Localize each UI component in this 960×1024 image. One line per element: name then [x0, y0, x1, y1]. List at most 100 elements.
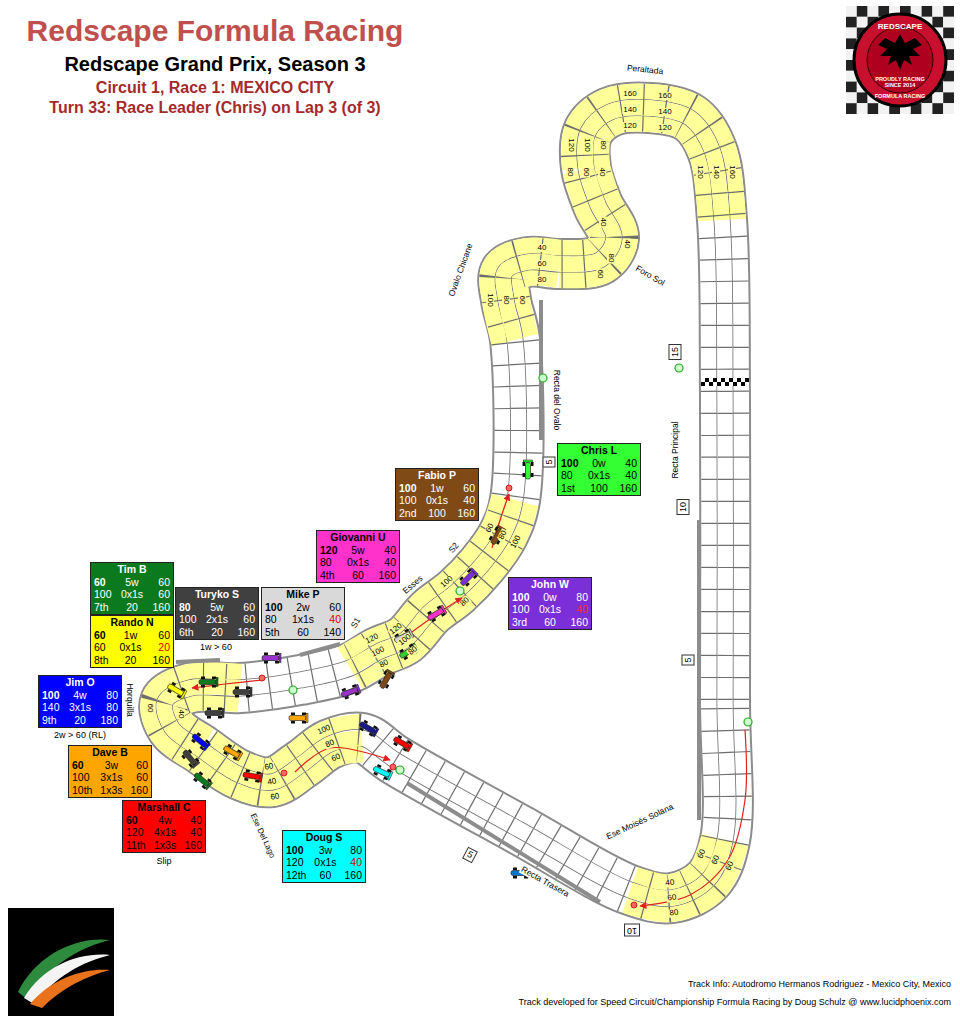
car-wheel [264, 653, 268, 656]
speed-limit: 60 [666, 893, 678, 902]
stat-value: 0w [539, 591, 561, 604]
checker-square [846, 92, 857, 103]
stat-value: 1x3s [154, 839, 176, 852]
stat-value: 20 [121, 601, 143, 614]
driver-card: Marshall C604w401204x1s4011th1x3s160 [122, 800, 206, 853]
stat-value: 160 [237, 626, 255, 639]
car-body [191, 733, 207, 748]
middle-lane-corner [585, 108, 722, 220]
finish-square [733, 382, 737, 386]
stat-value: 0x1s [426, 494, 448, 507]
checker-square [932, 6, 943, 17]
checker-square [846, 103, 857, 114]
driver-name: Giovanni U [320, 531, 396, 544]
stat-value: 1w [426, 482, 448, 495]
finish-square [717, 382, 721, 386]
car-wheel [256, 771, 260, 774]
marker-number: 5 [544, 459, 554, 464]
stat-grid: 1205w40800x1s404th60160 [320, 544, 396, 582]
stat-value: 100 [512, 603, 530, 616]
car-body [205, 711, 222, 716]
car-wheel [513, 868, 517, 871]
driver-card: Dave B603w601003x1s6010th1x3s160 [68, 745, 152, 798]
stat-value: 140 [42, 701, 60, 714]
stat-value: 6th [179, 626, 197, 639]
finish-square [705, 378, 709, 382]
car-wheel [212, 685, 216, 688]
finish-square [737, 382, 741, 386]
checker-square [943, 28, 954, 39]
stat-grid: 1004w801403x1s809th20180 [42, 689, 118, 727]
driver-note: 2w > 60 (RL) [53, 731, 107, 741]
checker-square [943, 82, 954, 93]
stat-value: 40 [619, 469, 637, 482]
car-wheel [235, 695, 239, 698]
stat-value: 100 [561, 457, 579, 470]
race-car [192, 770, 214, 791]
distance-marker: 5 [462, 847, 478, 864]
race-car [221, 743, 243, 762]
stat-value: 100 [42, 689, 60, 702]
race-car [391, 734, 413, 753]
car-wheel [218, 708, 222, 711]
driver-name: Dave B [72, 746, 148, 759]
car-body [427, 608, 444, 621]
stat-value: 0x1s [347, 556, 369, 569]
car-wing [356, 684, 361, 693]
stat-value: 160 [457, 507, 475, 520]
middle-lane-corner [560, 168, 614, 264]
red-marker [390, 764, 396, 770]
stat-value: 60 [152, 629, 170, 642]
driver-card: Jim O1004w801403x1s809th20180 [38, 675, 122, 728]
stat-value: 0x1s [119, 641, 141, 654]
checker-square [932, 103, 943, 114]
driver-name: Doug S [286, 831, 362, 844]
lane-line [164, 108, 728, 899]
car-wheel [291, 713, 295, 716]
logo-text: PROUDLY RACING SINCE 2014 [872, 76, 928, 88]
stat-value: 60 [94, 576, 112, 589]
stat-value: 60 [94, 629, 109, 642]
checker-square [943, 92, 954, 103]
finish-square [741, 382, 745, 386]
checker-square [943, 17, 954, 28]
finish-square [701, 378, 705, 382]
stat-value: 60 [323, 601, 341, 614]
finish-square [709, 378, 713, 382]
stat-value: 120 [286, 856, 306, 869]
driver-name: Mike P [265, 588, 341, 601]
stat-value: 60 [347, 569, 369, 582]
track-section-name: Recta Principal [671, 420, 680, 479]
distance-marker: 10 [677, 499, 690, 515]
stat-value: 160 [619, 482, 637, 495]
stat-value: 160 [152, 654, 170, 667]
car-wheel [523, 473, 526, 477]
finish-square [725, 378, 729, 382]
stat-value: 12th [286, 869, 306, 882]
logo-text: REDSCAPE [878, 23, 922, 32]
finish-square [721, 382, 725, 386]
stat-value: 11th [126, 839, 146, 852]
car-body [243, 772, 261, 780]
stat-value: 60 [152, 588, 170, 601]
finish-square [721, 378, 725, 382]
red-marker [281, 770, 287, 776]
stat-value: 160 [344, 869, 362, 882]
driver-card: Turyko S805w601002x1s606th20160 [175, 587, 259, 640]
speed-limit: 80 [502, 295, 510, 306]
race-car [165, 681, 187, 700]
track [164, 108, 728, 899]
car-wheel [218, 716, 222, 719]
car-wheel [291, 721, 295, 724]
green-marker [675, 364, 683, 372]
marker-number: 10 [627, 926, 637, 936]
car-wing [250, 688, 252, 697]
stat-value: 60 [72, 759, 92, 772]
speed-limit: 80 [566, 167, 574, 178]
car-body [193, 772, 209, 787]
stat-value: 1x1s [292, 613, 314, 626]
speed-limit: 80 [599, 140, 607, 151]
stat-value: 0x1s [314, 856, 336, 869]
track-squares [164, 108, 728, 899]
car-wheel [235, 687, 239, 690]
